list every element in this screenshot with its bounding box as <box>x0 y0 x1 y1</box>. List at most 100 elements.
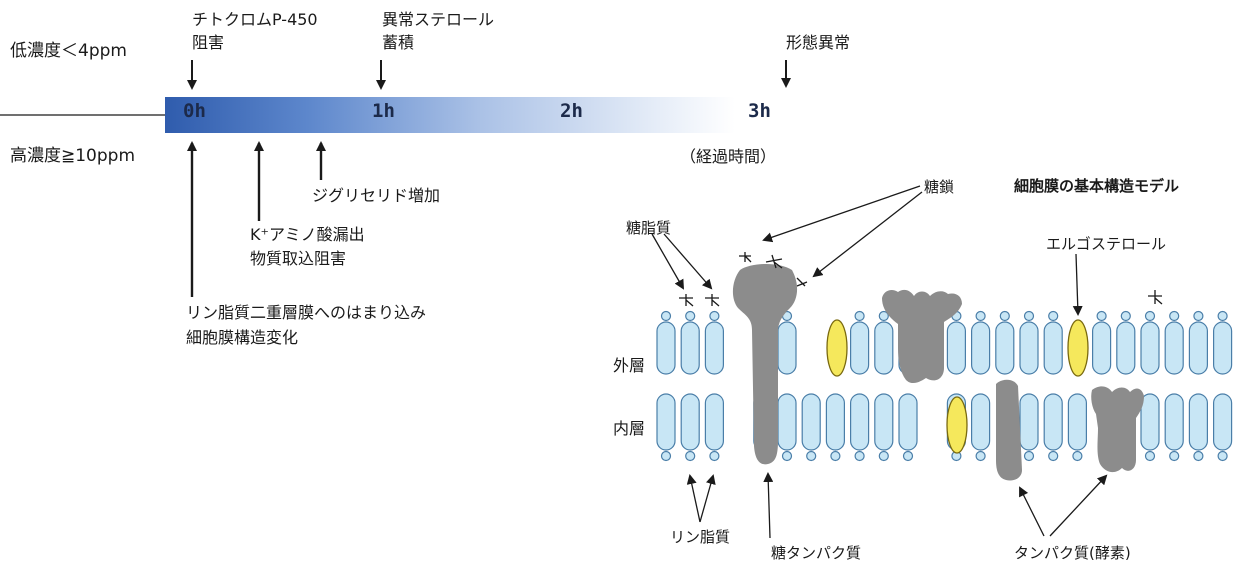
lipid-tail-outer <box>946 321 967 375</box>
lipid-head-inner <box>1023 450 1035 462</box>
lipid-head-inner <box>806 450 817 462</box>
lipid-tail-inner <box>801 393 821 451</box>
lipid-tail-inner <box>825 393 846 451</box>
diglyceride-event: ジグリセリド増加 <box>312 186 441 205</box>
membrane-pointer-arrows <box>651 185 1108 539</box>
enzyme-protein-shape <box>1091 386 1144 473</box>
lipid-head-inner <box>878 450 889 462</box>
lipid-tail-outer <box>874 321 894 375</box>
lipid-tail-inner <box>1140 393 1160 451</box>
tick-3h: 3h <box>748 100 771 122</box>
k-leak-event-line1: K⁺アミノ酸漏出 <box>250 225 365 244</box>
lipid-tail-inner <box>849 393 870 451</box>
sterol-event-line1: 異常ステロール <box>382 10 495 29</box>
sterol-event-line2: 蓄積 <box>382 33 415 52</box>
lipid-head-outer <box>878 310 889 322</box>
lipid-head-outer <box>1023 310 1035 322</box>
lipid-tail-inner <box>680 393 700 451</box>
high-event-arrows <box>187 141 326 297</box>
glycolipid-label: 糖脂質 <box>626 219 672 237</box>
timeline-bar <box>165 97 735 133</box>
glycoprotein-shape <box>732 264 798 465</box>
outer-protein-shape <box>882 289 962 384</box>
elapsed-time-label: （経過時間） <box>680 147 777 166</box>
lipid-head-outer <box>1169 310 1180 322</box>
lipid-tail-inner <box>1164 393 1184 451</box>
lipid-tail-outer <box>970 321 991 375</box>
lipid-tail-outer <box>1043 321 1063 375</box>
lipid-head-inner <box>1217 450 1228 462</box>
lipid-tail-outer <box>849 321 870 375</box>
lipid-tail-inner <box>1067 393 1088 451</box>
lipid-tail-outer <box>656 321 676 375</box>
low-event-arrows <box>187 60 791 90</box>
lipid-head-outer <box>1120 310 1131 322</box>
low-concentration-label: 低濃度＜4ppm <box>10 41 127 61</box>
lipid-tail-inner <box>898 393 918 451</box>
lipid-head-outer <box>1217 310 1228 322</box>
ergosterol-oval-2 <box>1067 319 1089 377</box>
lipid-tail-outer <box>777 321 797 375</box>
phospholipid-label: リン脂質 <box>670 528 731 546</box>
lipid-tail-inner <box>656 393 676 451</box>
slim-protein-shape <box>996 379 1022 481</box>
lipid-head-outer <box>709 310 720 322</box>
lipid-tail-outer <box>680 321 700 375</box>
lipid-head-outer <box>1096 310 1107 322</box>
lipid-head-inner <box>1169 450 1180 462</box>
high-concentration-label: 高濃度≧10ppm <box>10 146 136 166</box>
ergosterol-label: エルゴステロール <box>1046 235 1167 253</box>
lipid-head-outer <box>854 310 865 322</box>
p450-event-line2: 阻害 <box>192 33 225 52</box>
lipid-tail-inner <box>970 393 991 451</box>
lipid-tail-outer <box>1091 321 1112 375</box>
lipid-tail-outer <box>1188 321 1209 375</box>
membrane-title: 細胞膜の基本構造モデル <box>1014 177 1180 195</box>
lipid-tail-inner <box>874 393 894 451</box>
lipid-head-inner <box>1193 450 1204 462</box>
inner-layer-label: 内層 <box>613 419 646 438</box>
lipid-head-inner <box>709 450 720 462</box>
lipid-head-outer <box>999 310 1010 322</box>
lipid-tail-inner <box>1212 393 1233 451</box>
lipid-tail-outer <box>1140 321 1160 375</box>
lipid-tail-inner <box>777 393 797 451</box>
lipid-head-inner <box>781 450 793 462</box>
insertion-event-line1: リン脂質二重層膜へのはまり込み <box>186 303 427 322</box>
lipid-head-outer <box>1144 310 1156 322</box>
lipid-head-inner <box>685 450 696 462</box>
lipid-tail-outer <box>1019 321 1039 375</box>
lipid-tail-outer <box>704 321 725 375</box>
tick-0h: 0h <box>183 100 206 122</box>
lipid-tail-inner <box>1188 393 1209 451</box>
lipid-head-outer <box>685 310 696 322</box>
lipid-head-outer <box>975 310 986 322</box>
lipid-head-inner <box>1144 450 1156 462</box>
morphology-event: 形態異常 <box>786 33 851 52</box>
lipid-tail-inner <box>1019 393 1039 451</box>
k-leak-event-line2: 物質取込阻害 <box>250 249 347 268</box>
lipid-tail-outer <box>1116 321 1136 375</box>
lipid-head-inner <box>660 450 672 462</box>
cell-membrane-model <box>651 185 1244 539</box>
sugar-chain-label: 糖鎖 <box>924 178 955 196</box>
lipid-head-inner <box>854 450 865 462</box>
lipid-tail-inner <box>704 393 725 451</box>
insertion-event-line2: 細胞膜構造変化 <box>186 328 299 347</box>
enzyme-protein-label: タンパク質(酵素) <box>1014 544 1131 562</box>
lipid-tail-inner <box>1043 393 1063 451</box>
lipid-head-outer <box>1048 310 1059 322</box>
tick-1h: 1h <box>372 100 395 122</box>
sugar-chain-glyphs <box>679 252 1163 307</box>
ergosterol-oval-3 <box>946 396 968 454</box>
ergosterol-oval-1 <box>826 319 848 377</box>
tick-2h: 2h <box>560 100 583 122</box>
lipid-head-inner <box>830 450 841 462</box>
lipid-head-outer <box>660 310 672 322</box>
lipid-head-inner <box>1048 450 1059 462</box>
lipid-tail-outer <box>1212 321 1233 375</box>
lipid-tail-outer <box>995 321 1015 375</box>
outer-layer-label: 外層 <box>613 356 646 375</box>
lipid-head-inner <box>902 450 914 462</box>
